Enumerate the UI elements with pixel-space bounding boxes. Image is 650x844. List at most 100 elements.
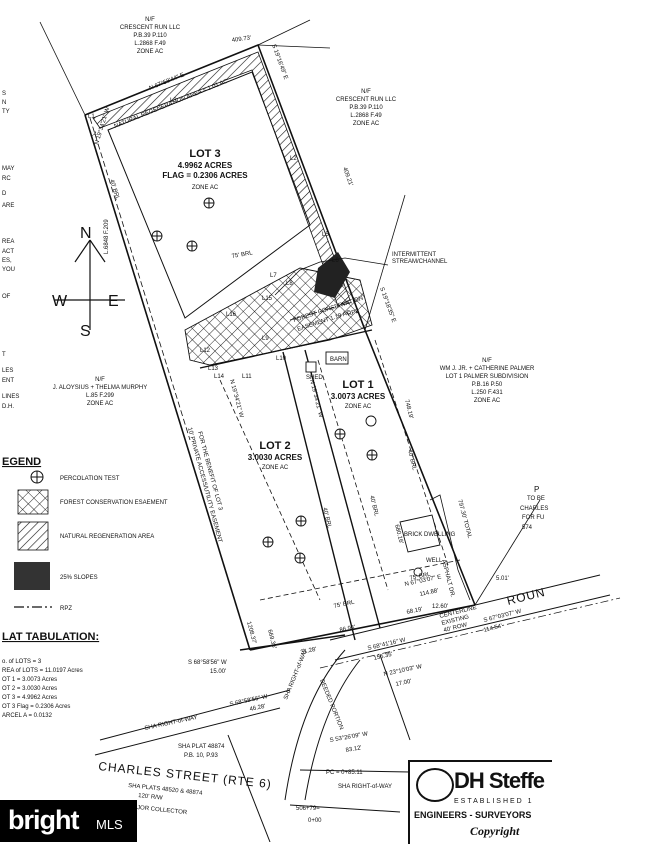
p-letter: P [534, 485, 539, 494]
legend-title: EGEND [2, 456, 41, 468]
dist-s53: 83.12' [345, 745, 362, 754]
svg-text:REA: REA [2, 239, 14, 245]
l6848-label: L.6848 F.209 [104, 219, 110, 254]
svg-text:REA of LOTS = 11.0197 Acres: REA of LOTS = 11.0197 Acres [2, 668, 83, 674]
barn-label: BARN [330, 357, 347, 363]
compass-s: S [80, 323, 91, 340]
bearing-s67: S 67°03'07" W [483, 609, 522, 624]
svg-text:L15: L15 [262, 296, 273, 302]
watermark-brand: bright [8, 805, 79, 835]
svg-text:N/F: N/F [145, 17, 155, 23]
svg-text:L6: L6 [332, 258, 339, 264]
legend-rpz: RPZ [60, 606, 72, 612]
legend-forest: FOREST CONSERVATION ESAEMENT [60, 500, 168, 506]
dist-s68c: 46.28' [249, 704, 266, 713]
legend-regen: NATURAL REGENERATION AREA [60, 534, 154, 540]
firm-logo-icon [416, 768, 454, 802]
watermark-box [0, 800, 137, 842]
brl-lot1: 40' BRL [368, 495, 379, 518]
sha-row-right: SHA RIGHT-of-WAY [338, 784, 392, 790]
dist-1208: 1208.37' [245, 621, 257, 645]
svg-text:L14: L14 [214, 374, 225, 380]
round-label: ROUN [505, 585, 547, 608]
svg-text:ZONE AC: ZONE AC [137, 49, 164, 55]
svg-text:ARCEL A = 0.0132: ARCEL A = 0.0132 [2, 713, 53, 719]
svg-text:L11: L11 [242, 374, 252, 380]
north-arrow [55, 239, 125, 330]
lot1-label: LOT 1 3.0073 ACRES ZONE AC [331, 379, 386, 410]
pc-label: PC = 0+85.11 [326, 770, 363, 776]
svg-text:L8: L8 [286, 281, 293, 287]
svg-text:LOT 2: LOT 2 [259, 440, 290, 452]
building-restriction-lines [219, 339, 461, 601]
svg-text:L4: L4 [90, 132, 97, 138]
svg-text:OT 2 = 3.0030 Acres: OT 2 = 3.0030 Acres [2, 686, 57, 692]
firm-line: ENGINEERS - SURVEYORS [414, 810, 532, 820]
svg-text:P.B.39 P.110: P.B.39 P.110 [133, 33, 167, 39]
legend-slope: 25% SLOPES [60, 575, 98, 581]
svg-text:LES: LES [2, 368, 13, 374]
dist-s68a: 155.35' [373, 652, 393, 662]
svg-text:L5: L5 [322, 232, 329, 238]
svg-text:J. ALOYSIUS + THELMA MURPHY: J. ALOYSIUS + THELMA MURPHY [53, 385, 147, 391]
to-be-2: CHARLES [520, 506, 548, 512]
svg-text:LOT 3: LOT 3 [189, 148, 220, 160]
svg-text:ZONE AC: ZONE AC [345, 404, 372, 410]
lot3-inner [107, 71, 311, 319]
svg-text:P.B.16 P.50: P.B.16 P.50 [472, 382, 503, 388]
svg-text:LOT 1 PALMER SUBDIVISION: LOT 1 PALMER SUBDIVISION [446, 374, 529, 380]
stream-label-2: STREAM/CHANNEL [392, 259, 448, 265]
svg-text:ACT: ACT [2, 249, 14, 255]
svg-text:N/F: N/F [95, 377, 105, 383]
lot-dividers [199, 329, 381, 641]
svg-text:L12: L12 [200, 348, 211, 354]
bearing-s53: S 53°26'09" W [329, 731, 368, 744]
svg-text:OT 1 = 3.0073 Acres: OT 1 = 3.0073 Acres [2, 677, 57, 683]
brl-front-lot1: 75' BRL [409, 572, 432, 582]
adjoining-lines [39, 19, 541, 606]
svg-text:ZONE AC: ZONE AC [87, 401, 114, 407]
brick-dwelling [399, 514, 441, 553]
dist-12: 12.60' [432, 604, 448, 610]
svg-text:ZONE AC: ZONE AC [262, 465, 289, 471]
sha-plat-2: P.B. 10, P.93 [184, 753, 218, 759]
station-2: 0+00 [308, 818, 322, 824]
watermark-mls: MLS [96, 817, 123, 832]
dist-lot1-right: 748.19' [403, 399, 414, 419]
brl-lot1-right: 40' BRL [406, 449, 417, 472]
centerline-3: 40' ROW [443, 622, 468, 634]
steep-slope-area [314, 252, 350, 298]
station-1: 506+79= [296, 806, 320, 812]
bearing-lot2-left: N 19°34'21" W [228, 379, 244, 419]
dist-top: 409.73' [231, 35, 251, 44]
svg-text:L7: L7 [270, 273, 277, 279]
tabulation-rows: o. of LOTS = 3 REA of LOTS = 11.0197 Acr… [2, 659, 83, 719]
rpz-line [289, 299, 361, 321]
svg-text:L9: L9 [262, 336, 269, 342]
svg-text:3.0030 ACRES: 3.0030 ACRES [248, 453, 303, 462]
svg-text:LINES: LINES [2, 394, 19, 400]
asphalt-drive [429, 494, 471, 601]
dist-680: 680.16' [393, 524, 404, 544]
stream-label-1: INTERMITTENT [392, 252, 436, 258]
svg-text:N/F: N/F [482, 358, 492, 364]
centerline [319, 597, 621, 669]
svg-text:ARE: ARE [2, 203, 14, 209]
dwelling-label: BRICK DWELLING [404, 532, 456, 538]
dist-n23: 17.00' [395, 679, 412, 688]
firm-name: DH Steffe [454, 768, 545, 793]
brl-lot3-bottom: 75' BRL [231, 250, 254, 260]
barn-structure [325, 351, 349, 365]
sha-plat-1: SHA PLAT 48874 [178, 744, 225, 750]
svg-text:N/F: N/F [361, 89, 371, 95]
dist-669: 669.35' [266, 629, 277, 649]
road-detail-2: 120' R/W [138, 793, 163, 802]
bearing-n23: N 23°10'03" W [383, 664, 423, 678]
svg-text:MAY: MAY [2, 166, 15, 172]
left-notes-cutoff: S N TY MAY RC D ARE REA ACT ES, YOU OF T… [2, 91, 19, 410]
svg-text:L.85 F.299: L.85 F.299 [86, 393, 115, 399]
to-be-3: FOR FU [522, 515, 544, 521]
percolation-tests [151, 197, 423, 577]
bearing-lot1-left: N 19°34'21" W [308, 379, 323, 419]
